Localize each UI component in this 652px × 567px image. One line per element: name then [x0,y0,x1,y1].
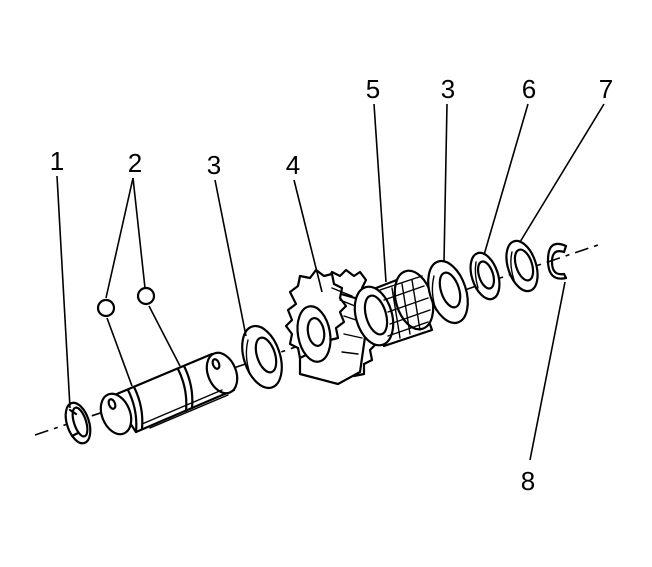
thrust-washer-left [241,324,283,390]
gear [284,268,378,386]
leader-2b-shaft [148,305,181,367]
leader-2b [132,177,146,289]
callout-6: 6 [522,74,536,104]
leader-7 [519,103,605,243]
callout-8: 8 [521,466,535,496]
spacer [469,251,501,301]
leader-2a [105,177,134,299]
callout-marker-2b [136,286,156,306]
leader-6 [483,103,529,256]
snap-ring-right [546,242,568,280]
leader-3a [214,179,247,337]
leader-lines [56,103,605,461]
snap-ring-left [64,401,92,445]
leader-3b [443,103,448,263]
callout-marker-2a [96,298,116,318]
callout-4: 4 [286,150,300,180]
leader-1 [56,175,71,409]
leader-4 [293,179,323,293]
leader-8 [529,281,566,461]
shaft [99,351,239,436]
leader-2a-shaft [106,317,133,387]
leader-5 [373,103,387,283]
callout-2: 2 [128,148,142,178]
washer [505,239,539,293]
callout-3-left: 3 [207,150,221,180]
callout-3-right: 3 [441,74,455,104]
callout-5: 5 [366,74,380,104]
thrust-washer-right [427,259,469,325]
callout-1: 1 [50,146,64,176]
callout-7: 7 [599,74,613,104]
